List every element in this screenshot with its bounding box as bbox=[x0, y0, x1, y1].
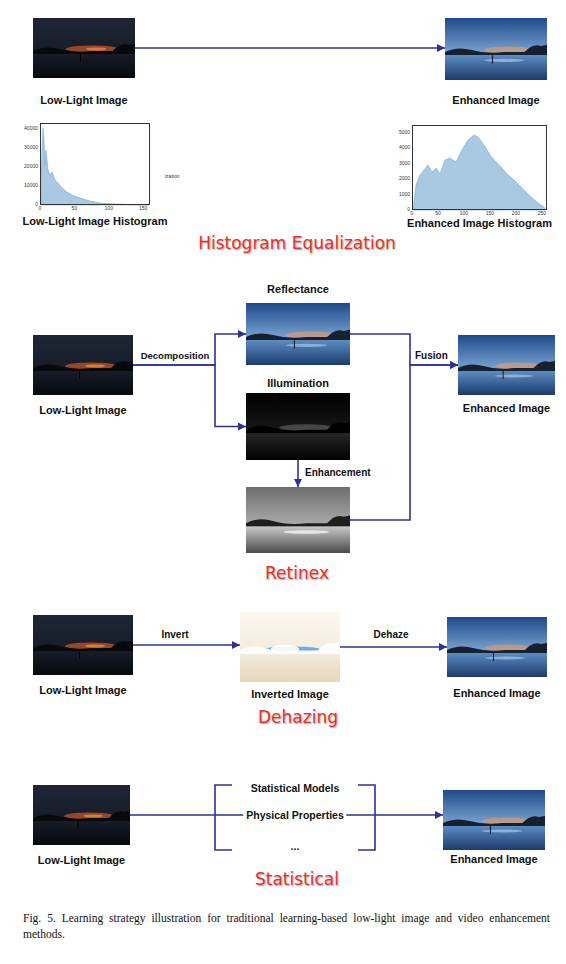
image-caption: Enhanced Image Histogram bbox=[407, 217, 552, 230]
image-caption: Reflectance bbox=[267, 283, 329, 296]
inverted-photo bbox=[240, 612, 340, 682]
image-panel bbox=[246, 487, 350, 553]
axis-tick: 150 bbox=[139, 206, 147, 212]
image-panel: Illumination bbox=[246, 393, 350, 460]
section-title: Histogram Equalization bbox=[198, 234, 396, 254]
axis-tick: 250 bbox=[538, 211, 546, 217]
image-caption: Enhanced Image bbox=[463, 402, 550, 415]
axis-tick: 4000 bbox=[399, 145, 410, 151]
edge-label: Dehaze bbox=[373, 629, 408, 641]
low-light-photo bbox=[33, 18, 135, 78]
image-caption: Inverted Image bbox=[251, 688, 329, 701]
image-caption: Low-Light Image bbox=[40, 94, 127, 107]
low-light-photo bbox=[33, 615, 133, 675]
flow-arrow bbox=[340, 646, 447, 648]
histogram-plot: Enhanced Image Histogram bbox=[412, 125, 547, 210]
image-panel: Reflectance bbox=[246, 303, 350, 365]
bracket-item: Statistical Models bbox=[248, 782, 343, 794]
enhanced-photo bbox=[458, 335, 555, 395]
enhanced-photo bbox=[445, 18, 547, 80]
axis-tick: 10000 bbox=[24, 183, 38, 189]
axis-tick: 50 bbox=[435, 211, 441, 217]
section-title: Statistical bbox=[255, 870, 339, 890]
axis-tick: 5000 bbox=[399, 130, 410, 136]
section-title: Dehazing bbox=[258, 708, 338, 728]
axis-tick: 2000 bbox=[399, 176, 410, 182]
image-caption: Low-Light Image Histogram bbox=[23, 215, 168, 228]
flow-arrow bbox=[350, 334, 458, 365]
image-caption: Low-Light Image bbox=[39, 404, 126, 417]
flow-arrow bbox=[350, 365, 458, 520]
flow-arrow bbox=[133, 644, 240, 646]
low-light-photo bbox=[33, 335, 133, 395]
image-panel: Enhanced Image bbox=[445, 18, 547, 80]
enhanced-illumination-photo bbox=[246, 487, 350, 553]
edge-label: Invert bbox=[161, 629, 188, 641]
image-caption: Enhanced Image bbox=[452, 94, 539, 107]
image-panel: Low-Light Image bbox=[33, 615, 133, 675]
image-caption: Low-Light Image bbox=[38, 854, 125, 867]
histogram-bars bbox=[413, 135, 546, 210]
axis-tick: 3000 bbox=[399, 161, 410, 167]
axis-tick: 150 bbox=[486, 211, 494, 217]
illumination-photo bbox=[246, 393, 350, 460]
flow-arrow bbox=[297, 460, 299, 487]
axis-tick: 0 bbox=[39, 206, 42, 212]
image-caption: Enhanced Image bbox=[450, 853, 537, 866]
axis-tick: 50 bbox=[72, 206, 78, 212]
axis-tick: 1000 bbox=[399, 192, 410, 198]
axis-tick: 100 bbox=[105, 206, 113, 212]
axis-tick: 0 bbox=[411, 211, 414, 217]
axis-tick: 30000 bbox=[24, 145, 38, 151]
left-bracket bbox=[215, 785, 232, 850]
right-bracket bbox=[358, 785, 375, 850]
image-panel: Inverted Image bbox=[240, 612, 340, 682]
section-title: Retinex bbox=[265, 564, 329, 584]
low-light-photo bbox=[33, 785, 130, 845]
image-panel: Low-Light Image bbox=[33, 785, 130, 845]
image-caption: Enhanced Image bbox=[453, 687, 540, 700]
stray-text: ization bbox=[165, 174, 179, 180]
image-caption: Low-Light Image bbox=[39, 684, 126, 697]
axis-tick: 200 bbox=[512, 211, 520, 217]
flow-arrow bbox=[133, 334, 246, 365]
image-caption: Illumination bbox=[267, 377, 329, 390]
edge-label: Decomposition bbox=[141, 351, 210, 362]
axis-tick: 0 bbox=[407, 207, 410, 213]
image-panel: Low-Light Image bbox=[33, 18, 135, 78]
image-panel: Enhanced Image bbox=[447, 617, 547, 677]
axis-tick: 20000 bbox=[24, 164, 38, 170]
axis-tick: 0 bbox=[35, 202, 38, 208]
enhanced-photo bbox=[447, 617, 547, 677]
flow-arrow bbox=[135, 47, 445, 49]
edge-label: Enhancement bbox=[305, 467, 371, 479]
image-panel: Enhanced Image bbox=[443, 790, 545, 850]
enhanced-photo bbox=[443, 790, 545, 850]
flow-arrow bbox=[133, 365, 246, 427]
bracket-item: ... bbox=[288, 840, 303, 852]
bracket-item: Physical Properties bbox=[243, 809, 346, 821]
histogram-plot: Low-Light Image Histogram bbox=[40, 123, 150, 205]
axis-tick: 40000 bbox=[24, 126, 38, 132]
figure-caption: Fig. 5. Learning strategy illustration f… bbox=[23, 911, 550, 942]
image-panel: Low-Light Image bbox=[33, 335, 133, 395]
histogram-bars bbox=[41, 128, 149, 205]
image-panel: Enhanced Image bbox=[458, 335, 555, 395]
edge-label: Fusion bbox=[415, 350, 448, 362]
axis-tick: 100 bbox=[460, 211, 468, 217]
reflectance-photo bbox=[246, 303, 350, 365]
